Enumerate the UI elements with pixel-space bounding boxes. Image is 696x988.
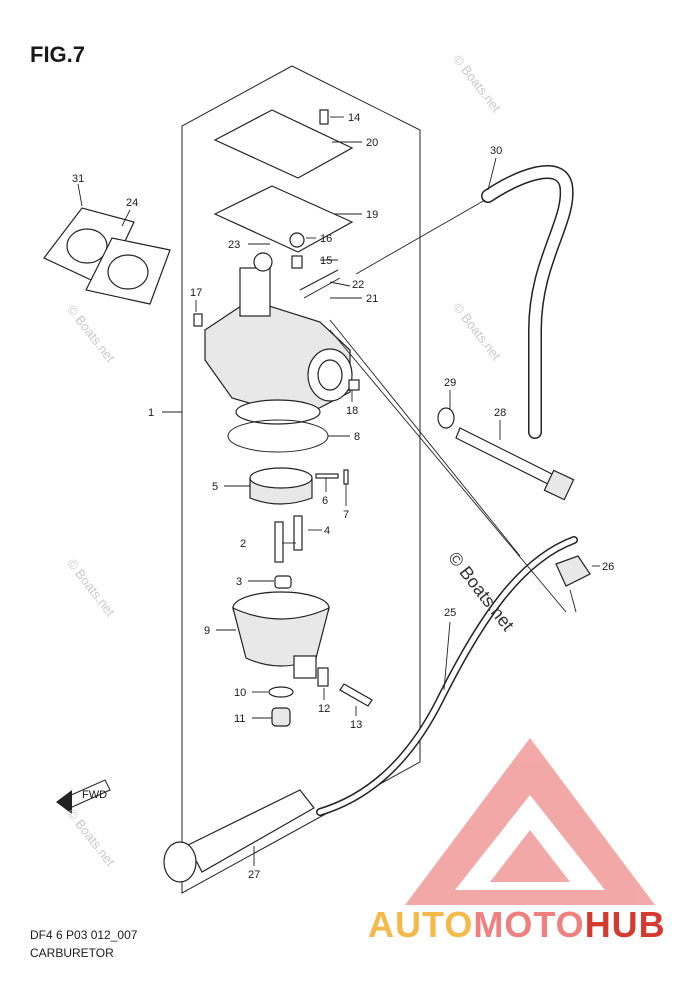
jet-3 (274, 575, 292, 589)
automotohub-logo-mark (405, 738, 655, 905)
o-ring-8 (227, 419, 329, 453)
spring-12 (317, 667, 329, 687)
gasket-24 (85, 237, 171, 305)
callout-8: 8 (354, 431, 360, 443)
callout-7: 7 (343, 509, 349, 521)
gasket-10 (268, 686, 294, 698)
callout-27: 27 (248, 869, 260, 881)
callout-6: 6 (322, 495, 328, 507)
washer-29 (437, 407, 455, 429)
diagram-name: CARBURETOR (30, 946, 114, 960)
callout-5: 5 (212, 481, 218, 493)
callout-10: 10 (234, 687, 246, 699)
callout-2: 2 (240, 538, 246, 550)
callout-17: 17 (190, 287, 202, 299)
nozzle-4 (293, 515, 303, 551)
forward-arrow-icon: FWD (56, 779, 111, 814)
callout-24: 24 (126, 197, 138, 209)
screw-13 (339, 683, 373, 707)
screw-14 (319, 109, 329, 125)
callout-4: 4 (324, 525, 330, 537)
callout-1: 1 (148, 407, 154, 419)
diagram-code: DF4 6 P03 012_007 (30, 928, 138, 942)
callout-23: 23 (228, 239, 240, 251)
callout-29: 29 (444, 377, 456, 389)
leader-lines (77, 116, 600, 866)
callout-14: 14 (348, 112, 360, 124)
callout-13: 13 (350, 719, 362, 731)
callout-25: 25 (444, 607, 456, 619)
callout-15: 15 (320, 255, 332, 267)
float-chamber-9 (232, 591, 330, 679)
automotohub-wordmark: AUTOMOTOHUB (368, 904, 666, 946)
clip-26 (555, 555, 591, 587)
clip-7 (343, 469, 349, 485)
gasket-19 (213, 185, 354, 253)
callout-16: 16 (320, 233, 332, 245)
brand-hub: HUB (584, 904, 666, 945)
callout-20: 20 (366, 137, 378, 149)
callout-21: 21 (366, 293, 378, 305)
callout-28: 28 (494, 407, 506, 419)
callout-9: 9 (204, 625, 210, 637)
bolt-28 (455, 427, 575, 501)
brand-moto: MOTO (473, 904, 585, 945)
plate-20 (213, 109, 354, 179)
forward-label: FWD (82, 789, 107, 801)
float-5 (249, 467, 313, 505)
float-pin-6 (315, 473, 339, 479)
callout-19: 19 (366, 209, 378, 221)
brand-auto: AUTO (368, 904, 474, 945)
choke-knob-27 (163, 789, 315, 883)
drain-bolt-11 (271, 707, 291, 727)
callout-30: 30 (490, 145, 502, 157)
fuel-hose-30 (481, 164, 574, 439)
carburetor-body (193, 232, 360, 425)
callout-31: 31 (72, 173, 84, 185)
assembly-frame (181, 65, 421, 894)
callout-18: 18 (346, 405, 358, 417)
callout-11: 11 (234, 713, 245, 725)
figure-title: FIG.7 (30, 42, 86, 67)
callout-26: 26 (602, 561, 614, 573)
callout-12: 12 (318, 703, 330, 715)
callout-22: 22 (352, 279, 364, 291)
callout-numbers: 1 2 3 4 5 6 7 8 9 10 11 12 13 14 15 16 1… (72, 112, 614, 881)
callout-3: 3 (236, 576, 242, 588)
main-jet-2 (274, 521, 284, 563)
